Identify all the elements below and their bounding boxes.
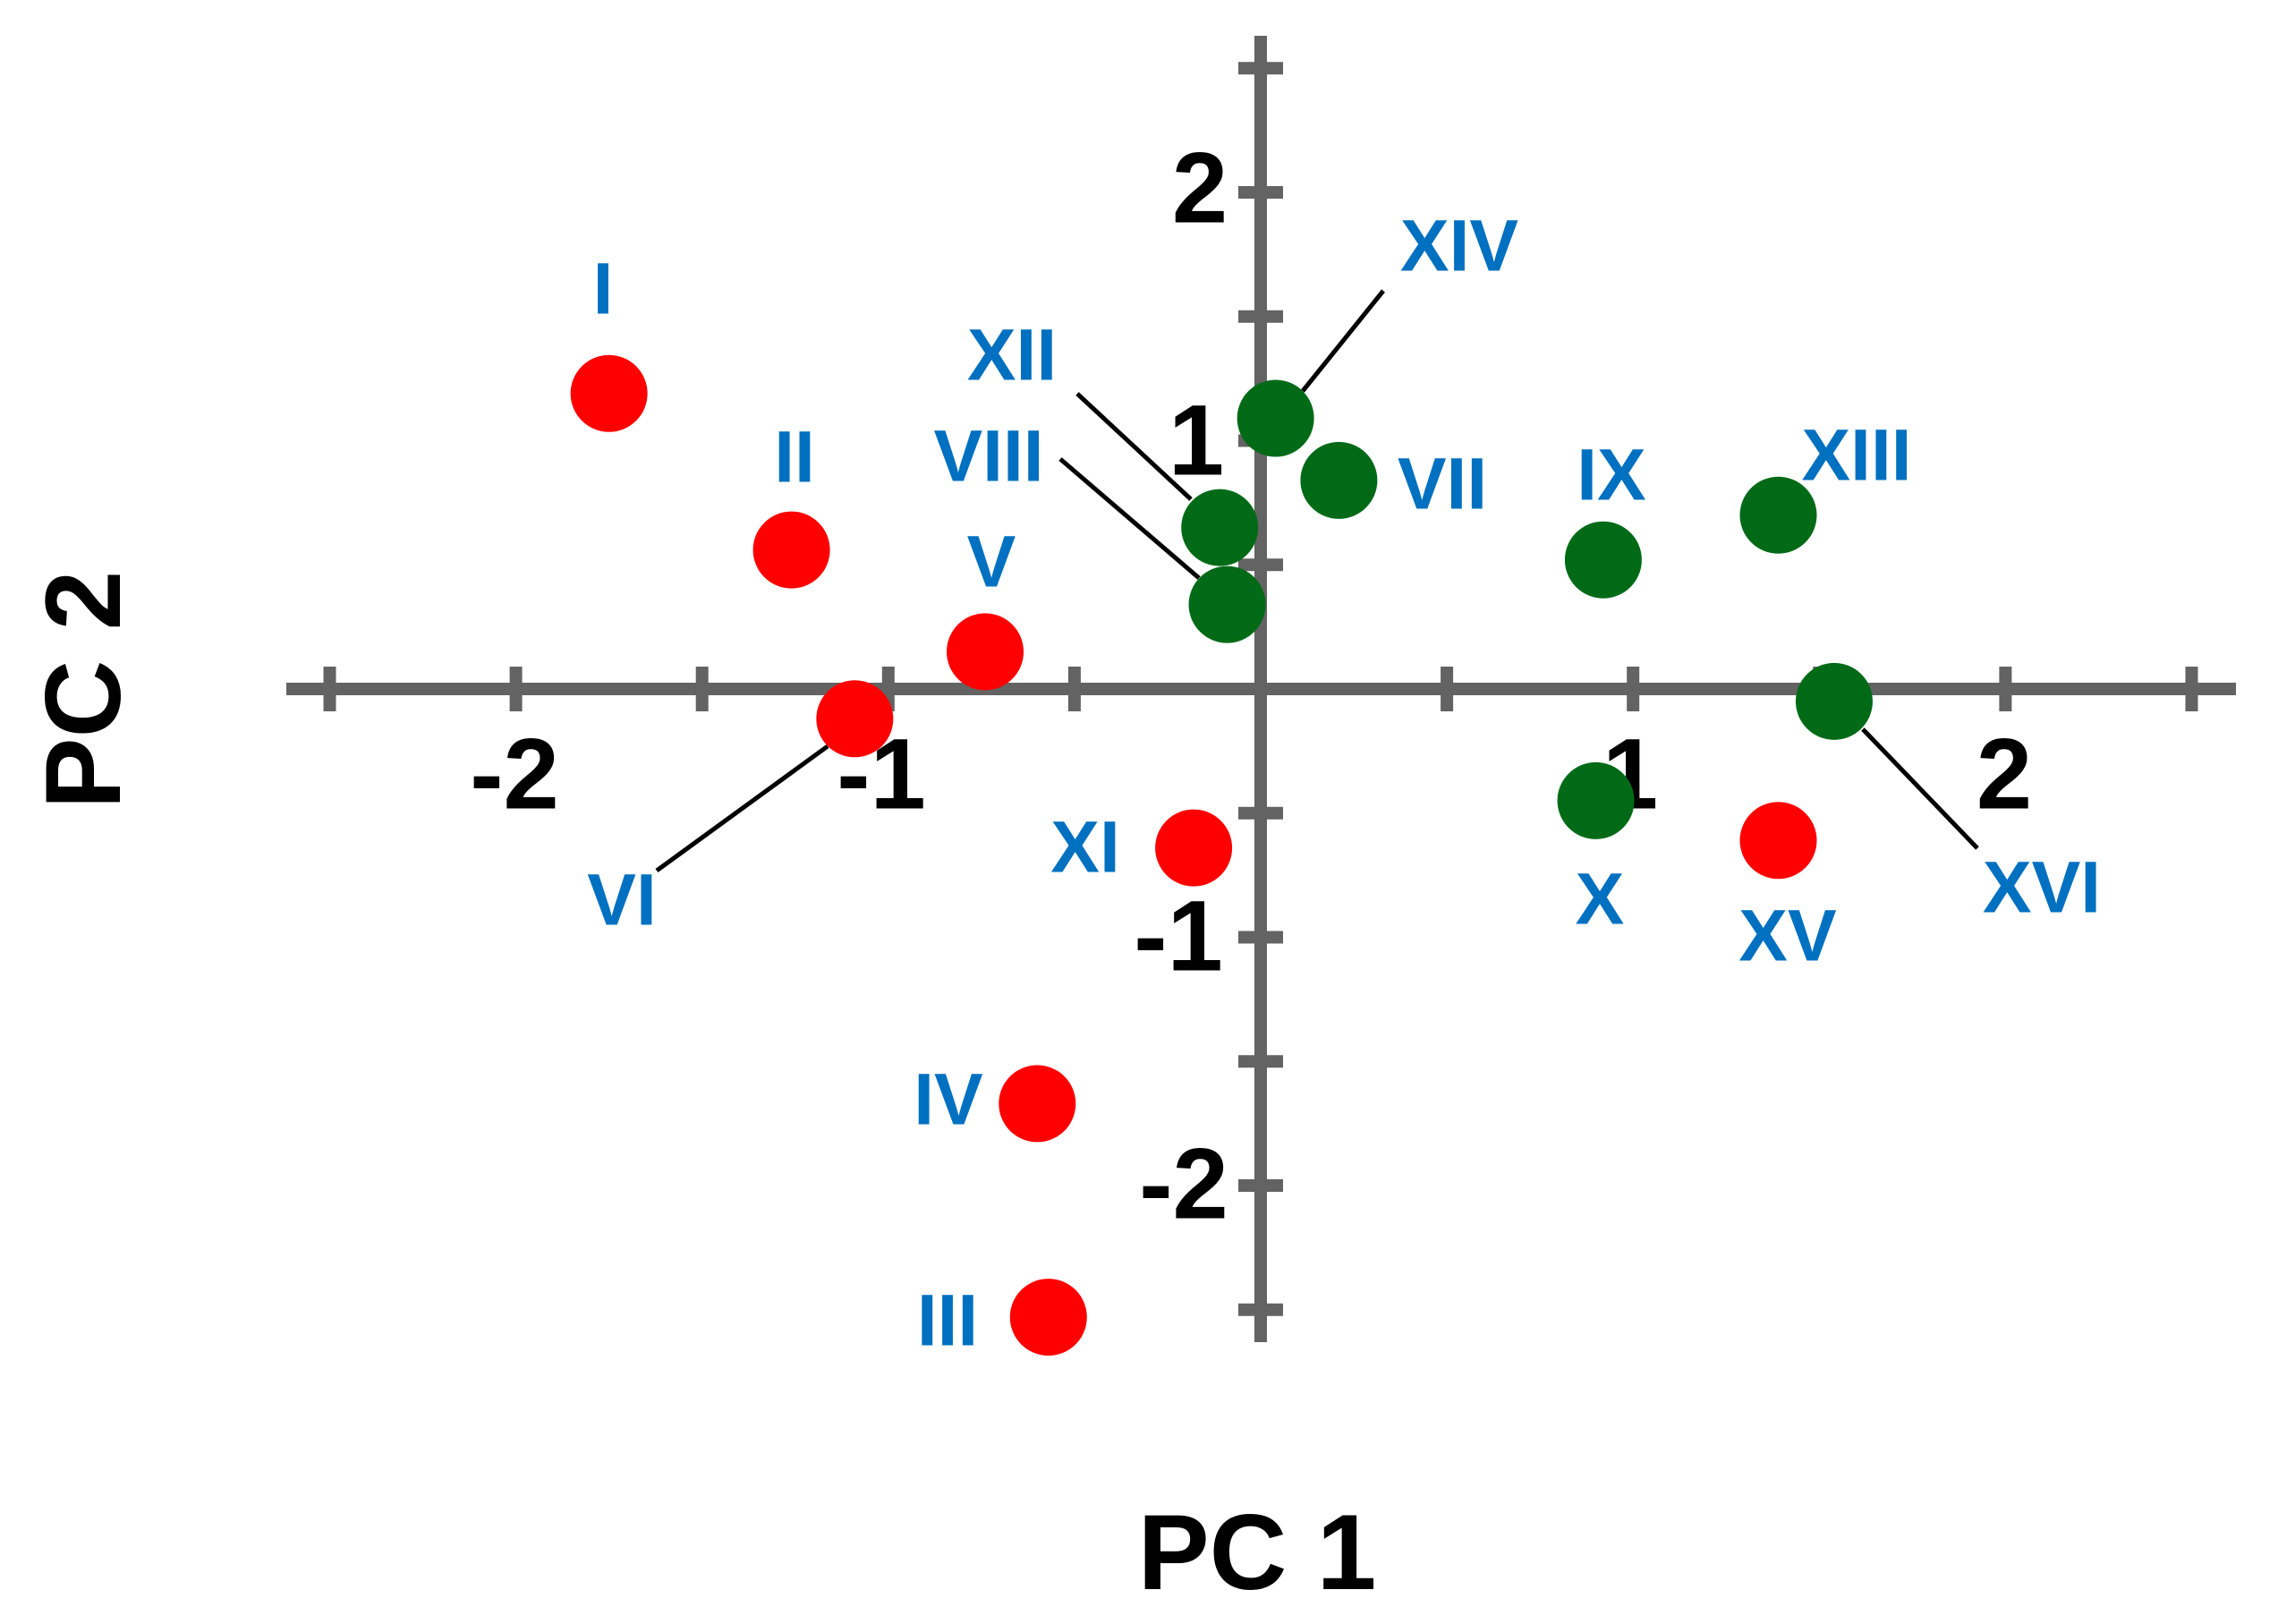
- leader-lines: [655, 289, 1979, 873]
- point-label-xvi: XVI: [1983, 847, 2101, 929]
- point-label-xiv: XIV: [1400, 206, 1518, 287]
- point-label-ix: IX: [1577, 435, 1645, 516]
- y-tick-label: 2: [1172, 132, 1228, 244]
- point-label-xiii: XIII: [1801, 415, 1911, 497]
- data-points: [570, 354, 1873, 1356]
- point-label-xi: XI: [1050, 807, 1119, 889]
- point-xii: [1181, 489, 1259, 566]
- point-xiv: [1237, 379, 1314, 457]
- point-xvi: [1795, 662, 1873, 740]
- point-ix: [1564, 521, 1642, 599]
- point-vii: [1300, 441, 1378, 519]
- point-label-x: X: [1576, 859, 1625, 940]
- point-label-i: I: [593, 249, 614, 330]
- point-xv: [1739, 802, 1817, 880]
- point-label-ii: II: [774, 417, 815, 498]
- point-v: [947, 613, 1024, 691]
- point-label-xv: XV: [1738, 896, 1837, 977]
- leader-line-xiv: [1301, 289, 1385, 393]
- point-label-iii: III: [917, 1280, 978, 1362]
- point-xiii: [1739, 476, 1817, 554]
- axes: [286, 36, 2236, 1342]
- point-x: [1557, 761, 1635, 839]
- point-viii: [1188, 565, 1266, 643]
- point-i: [570, 354, 648, 432]
- point-label-iv: IV: [914, 1059, 983, 1141]
- x-tick-label: -2: [470, 718, 559, 830]
- point-label-viii: VIII: [933, 416, 1043, 497]
- point-vi: [816, 680, 894, 758]
- leader-line-xvi: [1861, 727, 1979, 850]
- y-axis-title: PC 2: [23, 571, 143, 810]
- y-tick-label: -2: [1139, 1128, 1228, 1240]
- x-tick-label: 2: [1976, 718, 2032, 830]
- point-label-vii: VII: [1398, 444, 1487, 525]
- leader-line-vi: [655, 744, 829, 873]
- point-iv: [999, 1065, 1076, 1143]
- leader-line-xii: [1075, 392, 1193, 501]
- point-iii: [1009, 1279, 1087, 1356]
- point-label-xii: XII: [967, 315, 1057, 396]
- y-tick-label: 1: [1169, 385, 1224, 497]
- point-label-v: V: [967, 522, 1016, 603]
- y-tick-label: -1: [1134, 880, 1223, 992]
- leader-line-viii: [1058, 457, 1201, 580]
- point-ii: [752, 511, 830, 589]
- point-xi: [1155, 809, 1233, 887]
- point-label-vi: VI: [587, 860, 656, 941]
- x-axis-title: PC 1: [1138, 1492, 1377, 1612]
